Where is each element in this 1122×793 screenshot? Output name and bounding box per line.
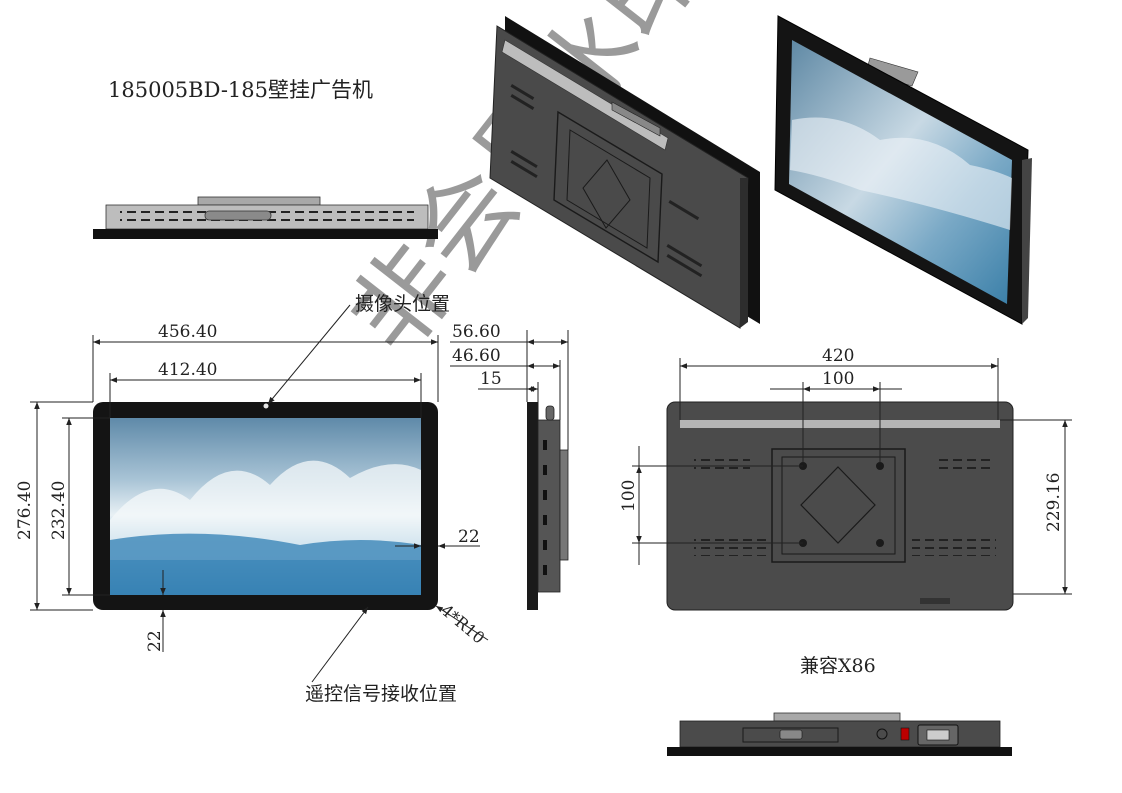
- drawing-title: 185005BD-185壁挂广告机: [108, 78, 373, 102]
- iso-view-back: [489, 16, 760, 329]
- rear-housing: [666, 401, 1014, 611]
- dim-height-outer: 276.40: [15, 481, 35, 540]
- dim-depth-total: 56.60: [452, 322, 501, 342]
- dim-width-inner: 412.40: [158, 360, 217, 380]
- side-view: 56.60 46.60 15: [450, 322, 569, 610]
- dim-vesa-width: 100: [822, 369, 854, 389]
- dim-width-outer: 456.40: [158, 322, 217, 342]
- dim-border-bottom: 22: [145, 630, 165, 652]
- bottom-view: [667, 712, 1012, 756]
- dim-depth-bezel: 15: [480, 369, 502, 389]
- dim-rear-width: 420: [822, 346, 854, 366]
- dim-border-right: 22: [458, 527, 480, 547]
- top-view: [93, 196, 438, 239]
- camera-dot: [263, 403, 269, 409]
- dim-depth-body: 46.60: [452, 346, 501, 366]
- rear-view: 420 100 100 229.16 兼容X86: [619, 346, 1072, 677]
- x86-compatible-label: 兼容X86: [800, 655, 876, 677]
- dim-rear-height: 229.16: [1044, 473, 1064, 532]
- front-view: 456.40 412.40 276.40 232.40 22 22 4*R10 …: [15, 293, 488, 705]
- iso-view-front: [774, 15, 1032, 325]
- remote-receiver-label: 遥控信号接收位置: [305, 683, 457, 705]
- dim-vesa-height: 100: [619, 480, 639, 512]
- dim-corner-radius: 4*R10: [437, 601, 488, 648]
- camera-position-label: 摄像头位置: [355, 293, 450, 315]
- dim-height-inner: 232.40: [49, 481, 69, 540]
